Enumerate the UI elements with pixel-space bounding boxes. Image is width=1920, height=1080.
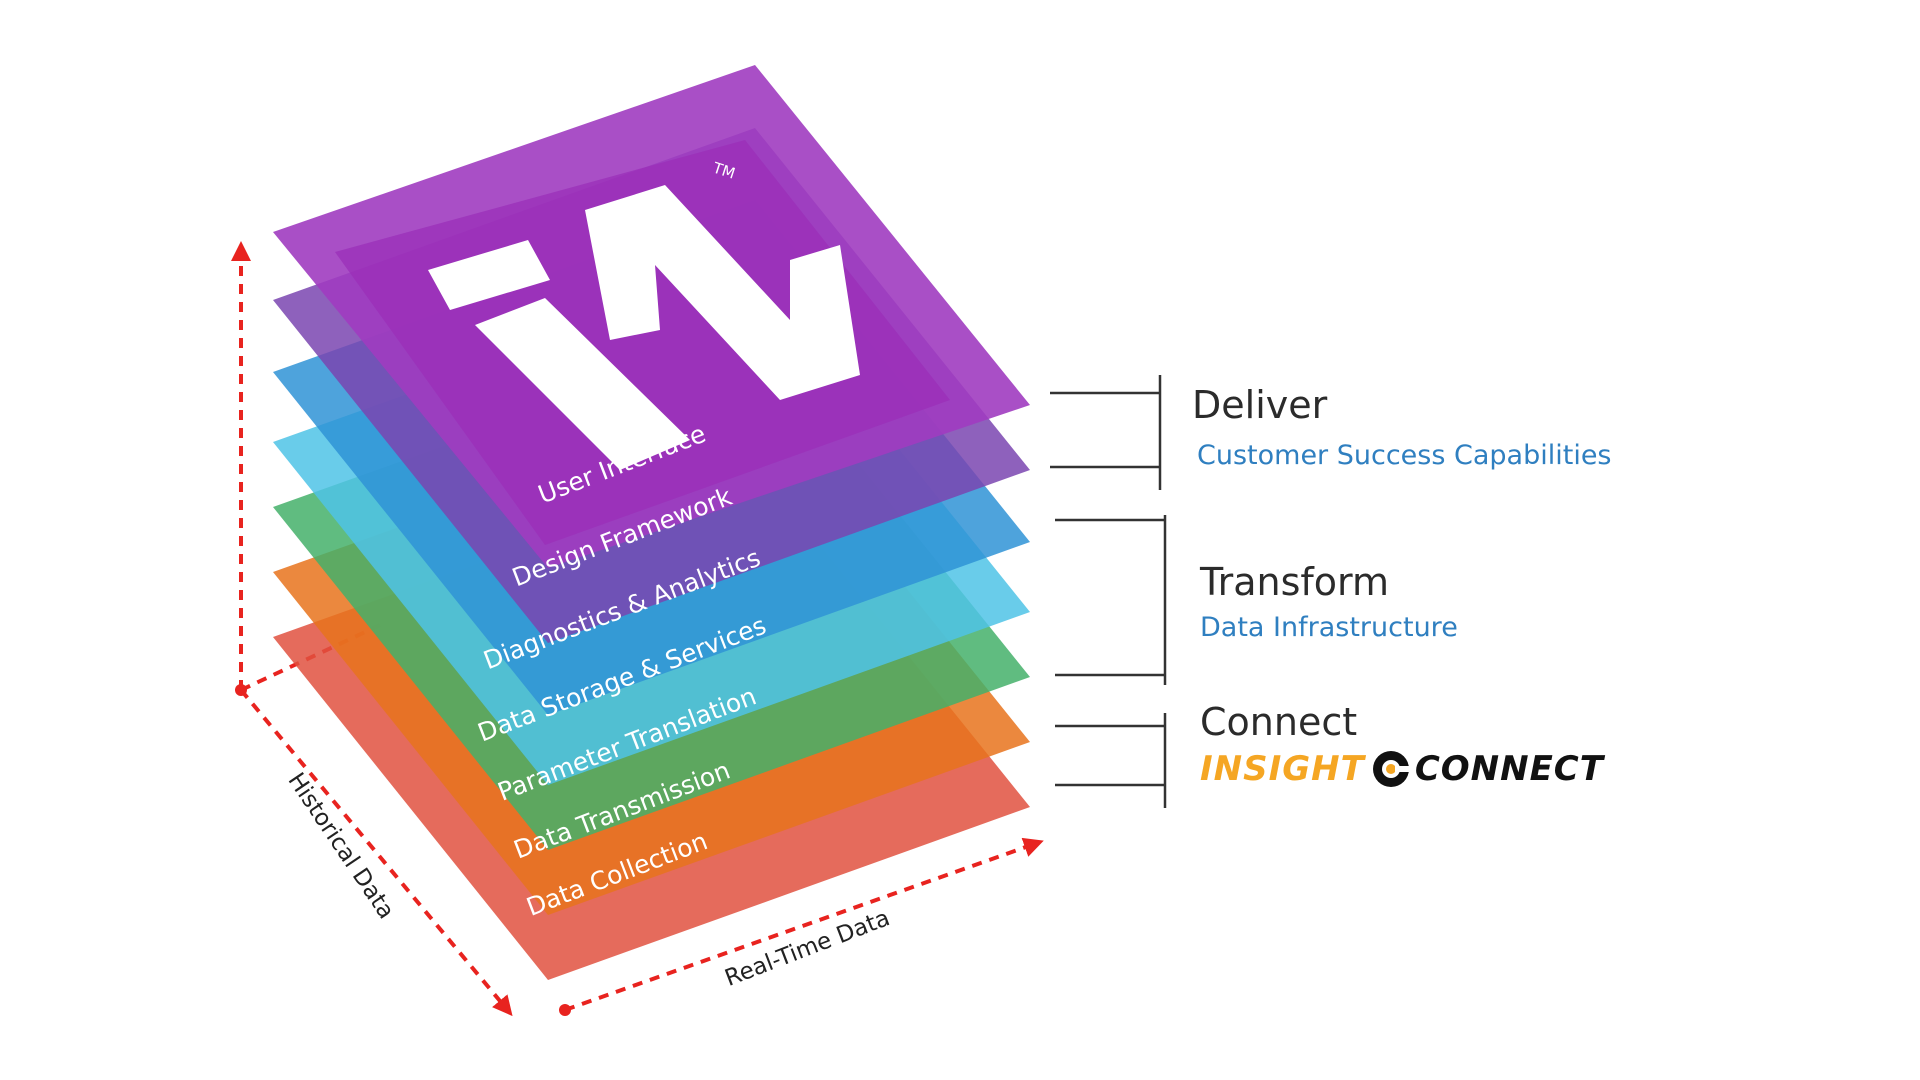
logo-i-dot (428, 240, 550, 310)
brand-part-insight: INSIGHT (1200, 749, 1365, 789)
layer-user-interface-inner (335, 140, 950, 545)
bracket-transform (1055, 515, 1167, 685)
brand-connector-icon (1372, 751, 1409, 787)
group-title-deliver: Deliver (1192, 383, 1328, 427)
group-title-connect: Connect (1200, 700, 1358, 744)
historical-axis-diagonal (239, 688, 513, 1017)
axis-label-realtime: Real-Time Data (721, 905, 893, 992)
logo-n (585, 185, 860, 400)
group-subtitle-deliver: Customer Success Capabilities (1197, 440, 1612, 471)
brand-part-connect: CONNECT (1414, 749, 1604, 789)
axis-origin-dot (235, 684, 247, 696)
group-title-transform: Transform (1200, 560, 1390, 604)
insight-connect-logo: INSIGHT CONNECT (1200, 748, 1604, 790)
logo-i-stem (475, 298, 690, 470)
layers (273, 65, 1030, 980)
group-subtitle-transform: Data Infrastructure (1200, 612, 1458, 643)
realtime-axis (564, 837, 1044, 1012)
realtime-axis-start-dot (559, 1004, 571, 1016)
axis-label-historical: Historical Data (283, 768, 400, 923)
bracket-deliver (1050, 375, 1162, 490)
bracket-connect (1055, 713, 1167, 808)
